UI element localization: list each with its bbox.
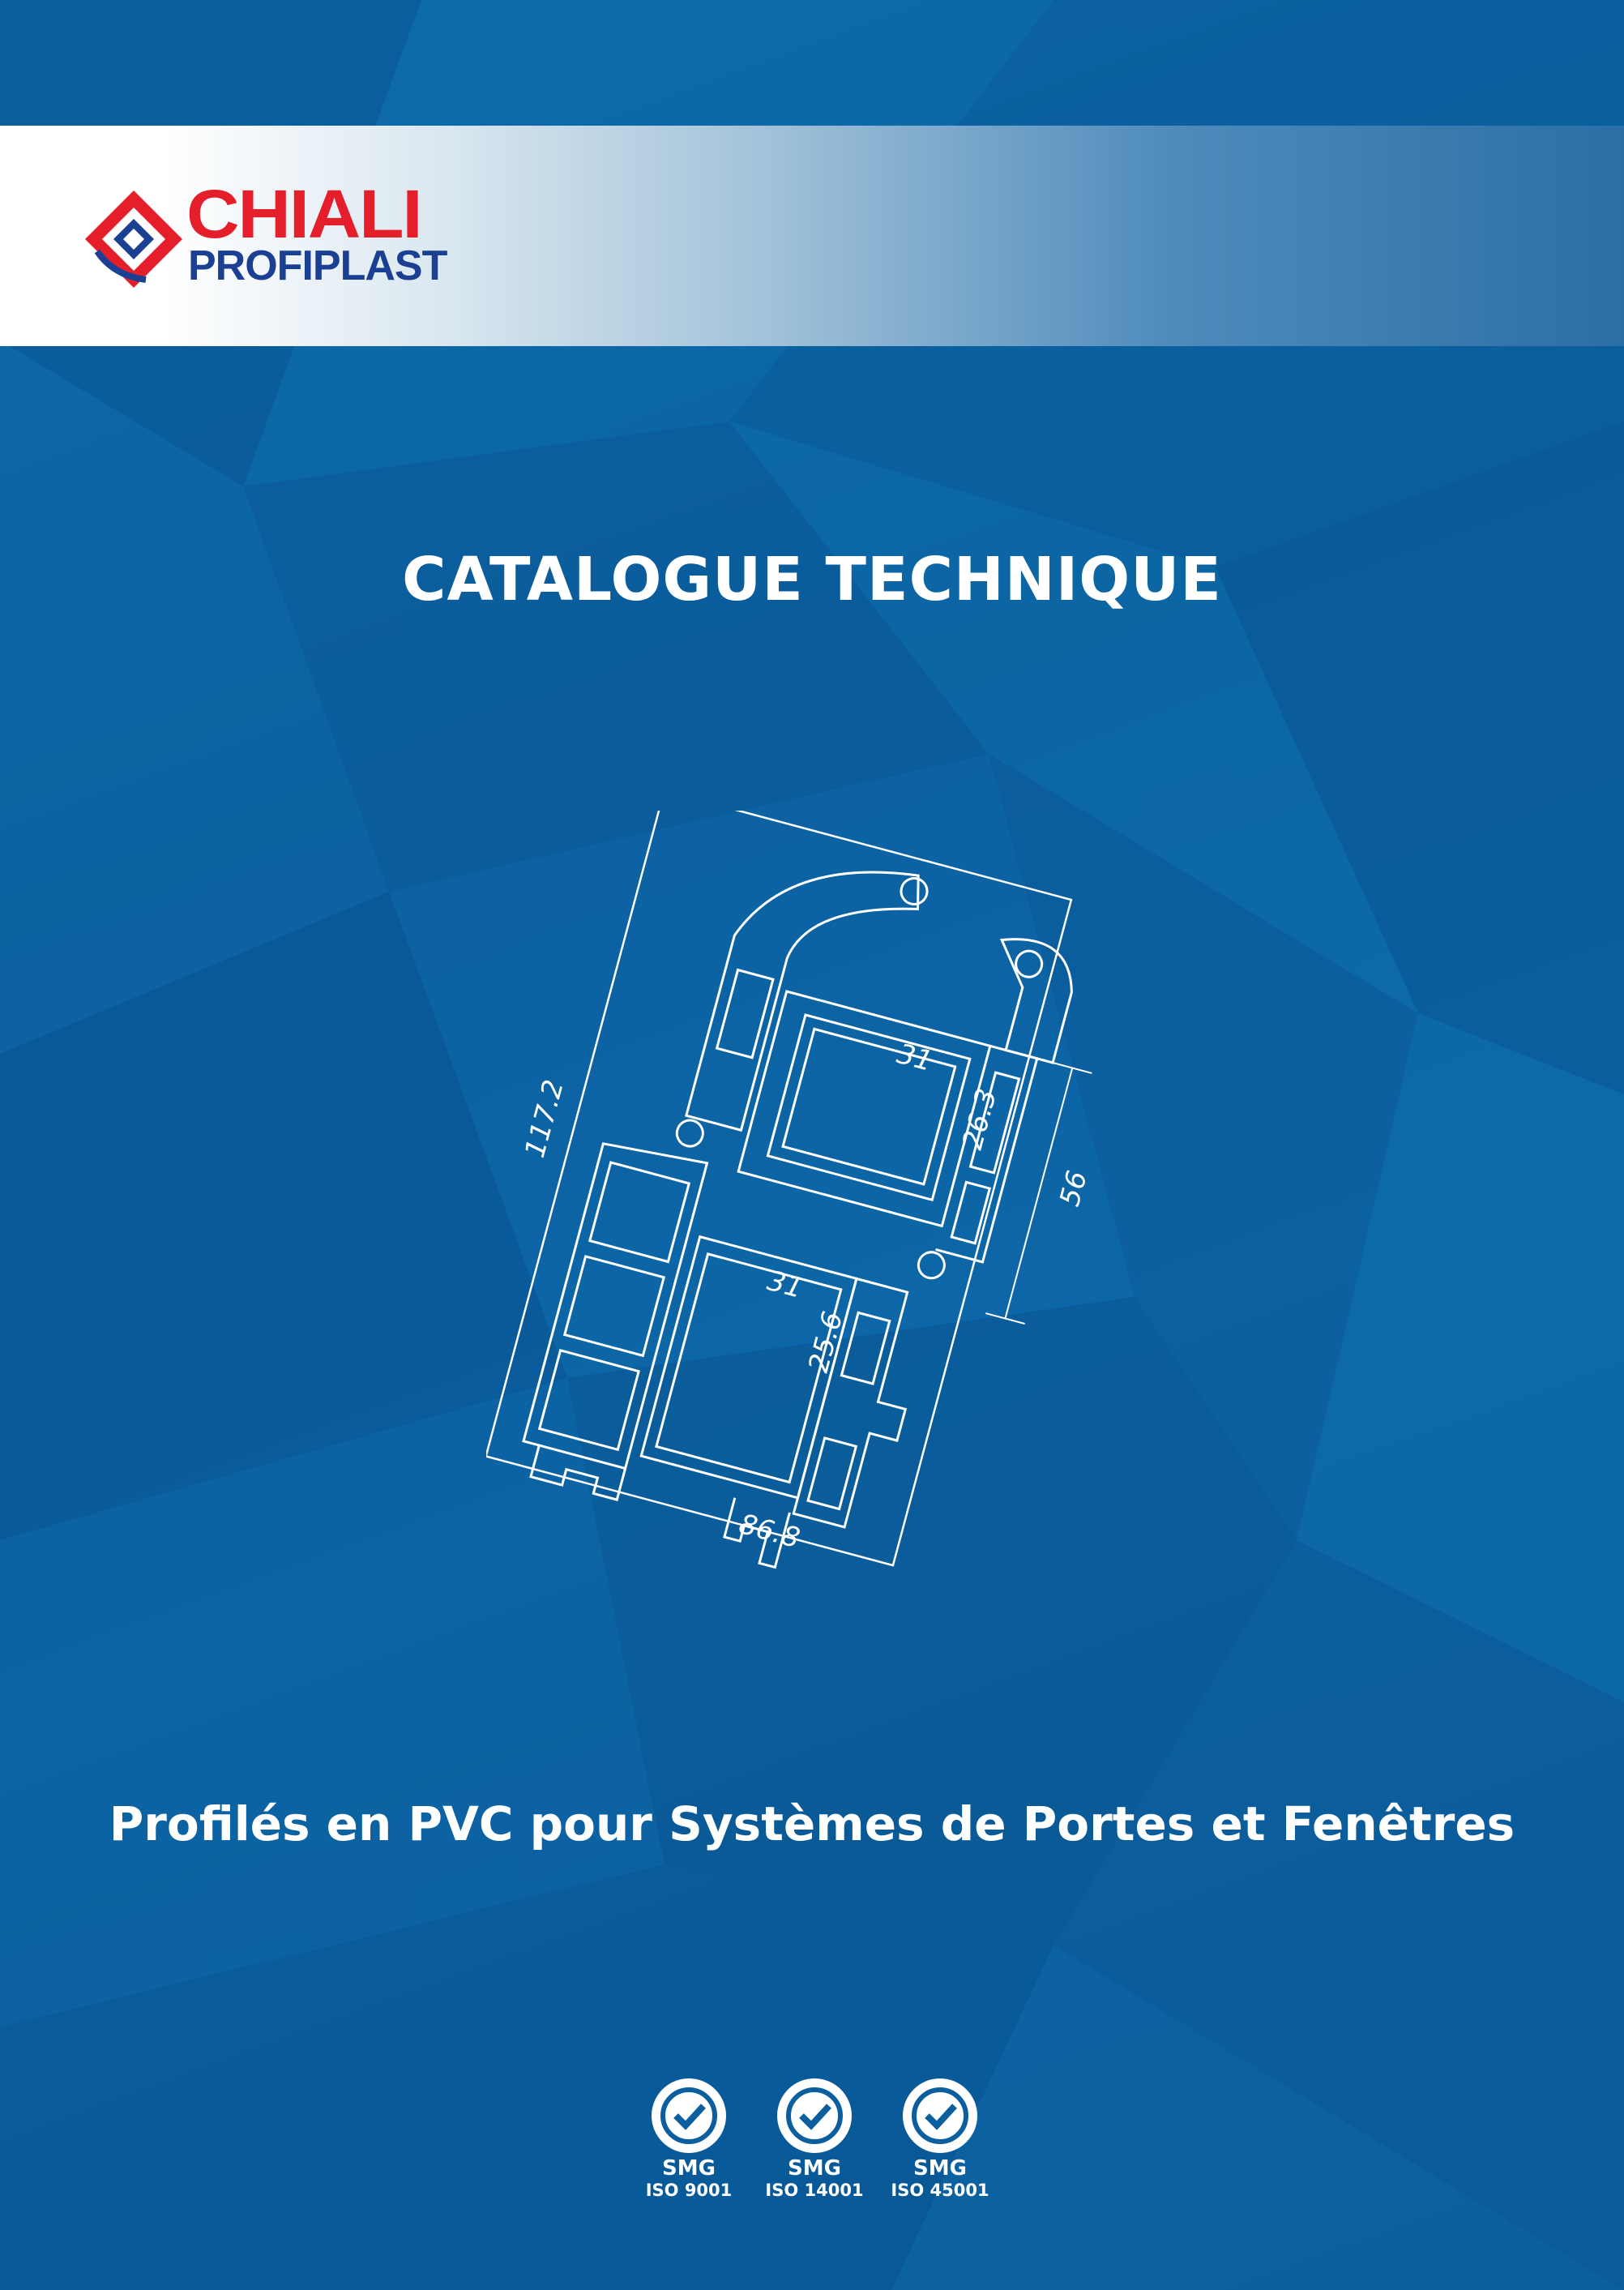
dimension-label-height: 117.2 <box>519 1077 571 1161</box>
dimension-label-chamber-height-top: 26.3 <box>956 1085 1003 1153</box>
dimension-labels: 117.2 86.8 56 31 26.3 31 25.6 <box>519 1038 1094 1555</box>
certification-iso-45001: SMG ISO 45001 <box>891 2075 989 2213</box>
page-title: CATALOGUE TECHNIQUE <box>402 545 1222 614</box>
header-band <box>0 126 1624 346</box>
certification-iso-14001: SMG ISO 14001 <box>765 2075 864 2213</box>
brand-sub-name: PROFIPLAST <box>188 242 447 289</box>
chiali-profiplast-logo: CHIALI PROFIPLAST <box>81 180 454 293</box>
certification-iso-9001: SMG ISO 9001 <box>640 2075 737 2213</box>
check-seal-icon <box>652 2078 726 2153</box>
page-subtitle: Profilés en PVC pour Systèmes de Portes … <box>109 1796 1515 1851</box>
certification-label: SMG <box>788 2156 841 2181</box>
certification-list: SMG ISO 9001 SMG ISO 14001 SMG ISO 45001 <box>640 2075 997 2213</box>
dimension-label-chamber-height-bottom: 25.6 <box>802 1308 849 1376</box>
dimension-label-chamber-width-top: 31 <box>894 1038 936 1078</box>
certification-standard: ISO 45001 <box>891 2181 989 2200</box>
certification-standard: ISO 9001 <box>645 2181 733 2200</box>
certification-standard: ISO 14001 <box>765 2181 864 2200</box>
dimension-frame <box>486 811 1073 1567</box>
dimension-label-sash-depth: 56 <box>1053 1167 1094 1209</box>
chiali-logo-icon <box>85 190 182 288</box>
brand-name: CHIALI <box>186 176 423 252</box>
certification-label: SMG <box>662 2156 716 2181</box>
dimension-label-chamber-width-bottom: 31 <box>764 1265 806 1305</box>
certification-label: SMG <box>913 2156 967 2181</box>
check-seal-icon <box>777 2078 852 2153</box>
pvc-profile-drawing <box>486 811 1092 1569</box>
dimension-label-depth: 86.8 <box>736 1508 803 1555</box>
check-seal-icon <box>903 2078 977 2153</box>
